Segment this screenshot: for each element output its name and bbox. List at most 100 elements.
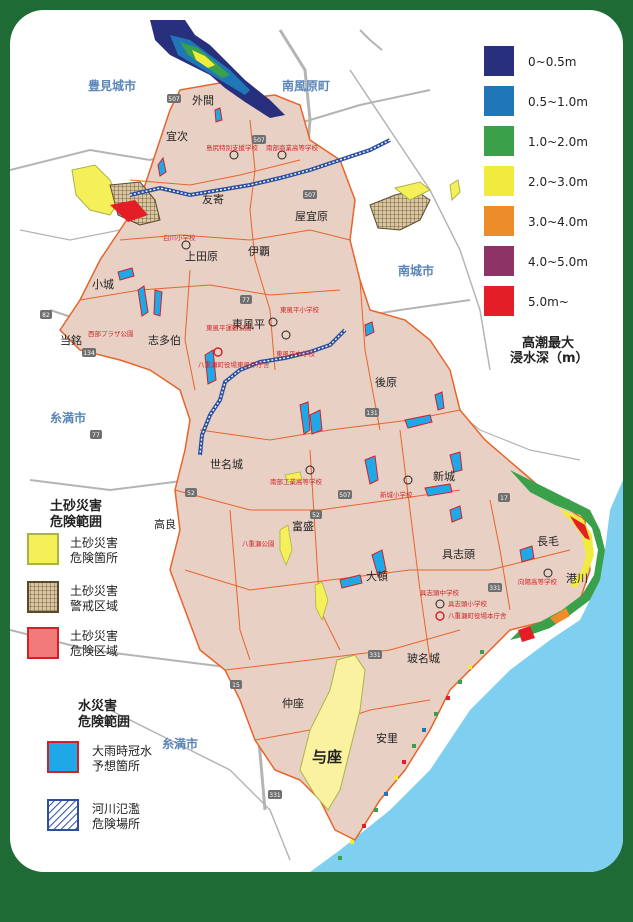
- svg-text:52: 52: [312, 512, 320, 519]
- label-gushi-office: 八重瀬町役場本庁舎: [448, 611, 507, 620]
- depth-swatch-3: [484, 166, 514, 196]
- water-legend-title-1: 水災害: [78, 698, 117, 714]
- depth-swatch-4: [484, 206, 514, 236]
- svg-text:507: 507: [168, 96, 180, 103]
- water-legend-title-2: 危険範囲: [78, 714, 130, 730]
- route-17: 17: [498, 493, 510, 502]
- map-frame: 507 507 507 507 331 331 331 82 52 52 77 …: [10, 10, 623, 872]
- svg-text:危険区域: 危険区域: [70, 644, 118, 658]
- legend-landslide-caution: 土砂災害 警戒区域: [27, 581, 118, 613]
- place-shitahaku: 志多伯: [148, 333, 181, 347]
- svg-text:507: 507: [339, 492, 351, 499]
- surge-inundation: [150, 20, 605, 642]
- route-507-b: 507: [303, 190, 317, 199]
- place-ooganeku: 大頓: [366, 569, 388, 583]
- svg-text:危険場所: 危険場所: [92, 817, 140, 831]
- label-higashi-elem: 東風平小学校: [280, 305, 320, 314]
- facilities: 島尻特別支援学校 南部商業高等学校 白川小学校 東風平小学校 東風平運動公園 西…: [88, 143, 558, 621]
- route-markers: 507 507 507 507 331 331 331 82 52 52 77 …: [40, 94, 510, 799]
- place-nakaza: 仲座: [282, 696, 304, 710]
- route-331-c: 331: [268, 790, 282, 799]
- depth-legend-title-2: 浸水深（m）: [510, 350, 589, 366]
- route-507-c: 507: [338, 490, 352, 499]
- district-boundaries: [79, 119, 571, 741]
- label-koyo-hs: 向陽高等学校: [518, 577, 558, 586]
- place-kushibaru: 後原: [375, 375, 397, 389]
- route-77-b: 77: [240, 295, 252, 304]
- svg-text:82: 82: [42, 312, 50, 319]
- legend-flood-spot: 大雨時冠水 予想箇所: [47, 741, 152, 773]
- label-nanbu-kogyo: 南部工業高等学校: [270, 477, 323, 486]
- school-icon: [277, 150, 287, 160]
- place-tamagusuku: 玻名城: [407, 651, 440, 665]
- school-icon: [305, 465, 315, 475]
- school-icon: [181, 240, 191, 250]
- depth-legend: 0~0.5m0.5~1.0m1.0~2.0m2.0~3.0m3.0~4.0m4.…: [484, 46, 588, 316]
- route-331-b: 331: [368, 650, 382, 659]
- school-icon: [543, 568, 553, 578]
- depth-label-2: 1.0~2.0m: [528, 135, 588, 149]
- depth-swatch-2: [484, 126, 514, 156]
- route-507-a: 507: [252, 135, 266, 144]
- route-52-a: 52: [185, 488, 197, 497]
- place-nagake: 長毛: [537, 535, 559, 548]
- label-minamikaze: 南部商業高等学校: [266, 143, 319, 152]
- label-nishikaze: 西部プラザ公園: [88, 329, 134, 338]
- place-names: 外間 宜次 友寄 屋宜原 上田原 伊覇 小城 当銘 志多伯 東風平 後原 新城 …: [60, 94, 588, 766]
- legend-landslide-point: 土砂災害 危険箇所: [27, 533, 118, 565]
- svg-text:大雨時冠水: 大雨時冠水: [92, 744, 152, 758]
- route-52-b: 52: [310, 510, 322, 519]
- city-haebaru: 南風原町: [282, 78, 330, 93]
- place-tomoribaru: 当銘: [60, 333, 82, 347]
- place-tomori: 友寄: [202, 192, 224, 206]
- svg-text:警戒区域: 警戒区域: [70, 598, 118, 613]
- place-higashikazehira: 東風平: [232, 318, 265, 331]
- depth-legend-title-1: 高潮最大: [522, 335, 574, 351]
- place-uetabaru: 上田原: [185, 250, 218, 263]
- place-sesanaka: 世名城: [210, 457, 243, 471]
- city-itoman-lower: 糸満市: [162, 736, 198, 751]
- svg-text:52: 52: [187, 490, 195, 497]
- river-flood-lines: [129, 138, 391, 456]
- route-15: 15: [230, 680, 242, 689]
- legend-river-flood: 河川氾濫 危険場所: [47, 799, 140, 831]
- depth-swatch-1: [484, 86, 514, 116]
- school-icon: [229, 150, 239, 160]
- place-yoza: 与座: [312, 748, 342, 766]
- svg-text:134: 134: [83, 350, 95, 357]
- label-higashi-jhs: 東風平中学校: [276, 349, 316, 358]
- label-shiragawa: 白川小学校: [163, 233, 196, 242]
- route-331-a: 331: [488, 583, 502, 592]
- landslide-legend-title-1: 土砂災害: [50, 498, 102, 514]
- coastal-markers: [338, 650, 484, 860]
- school-icon: [281, 330, 291, 340]
- label-tomoshiyogo: 島尻特別支援学校: [206, 143, 259, 152]
- city-tomigusuku: 豊見城市: [88, 78, 136, 93]
- depth-swatch-0: [484, 46, 514, 76]
- label-gushi-elem: 具志頭小学校: [448, 599, 488, 608]
- label-yaese-office: 八重瀬町役場東風平庁舎: [198, 360, 270, 369]
- place-gishi: 宜次: [166, 129, 188, 143]
- place-shinjo: 新城: [433, 469, 455, 483]
- place-gushichan: 具志頭: [442, 548, 475, 561]
- label-higashi-park: 東風平運動公園: [206, 323, 252, 332]
- flood-spots: [117, 107, 535, 589]
- place-asato: 安里: [376, 731, 398, 745]
- place-iba: 伊覇: [248, 245, 270, 258]
- place-hokama: 外間: [192, 94, 214, 107]
- school-icon: [403, 475, 413, 485]
- depth-label-1: 0.5~1.0m: [528, 95, 588, 109]
- svg-text:331: 331: [269, 792, 281, 799]
- route-77-a: 77: [90, 430, 102, 439]
- city-itoman-upper: 糸満市: [50, 410, 86, 425]
- legend-landslide-danger: 土砂災害 危険区域: [27, 627, 118, 659]
- place-minatogawa: 港川: [566, 572, 588, 585]
- city-nanjo: 南城市: [398, 263, 434, 278]
- depth-label-0: 0~0.5m: [528, 55, 576, 69]
- svg-text:77: 77: [92, 432, 100, 439]
- svg-text:予想箇所: 予想箇所: [92, 758, 140, 773]
- label-gushi-jhs: 具志頭中学校: [420, 588, 460, 597]
- svg-text:131: 131: [366, 410, 378, 417]
- route-131: 131: [365, 408, 379, 417]
- hazard-map: 507 507 507 507 331 331 331 82 52 52 77 …: [10, 20, 623, 872]
